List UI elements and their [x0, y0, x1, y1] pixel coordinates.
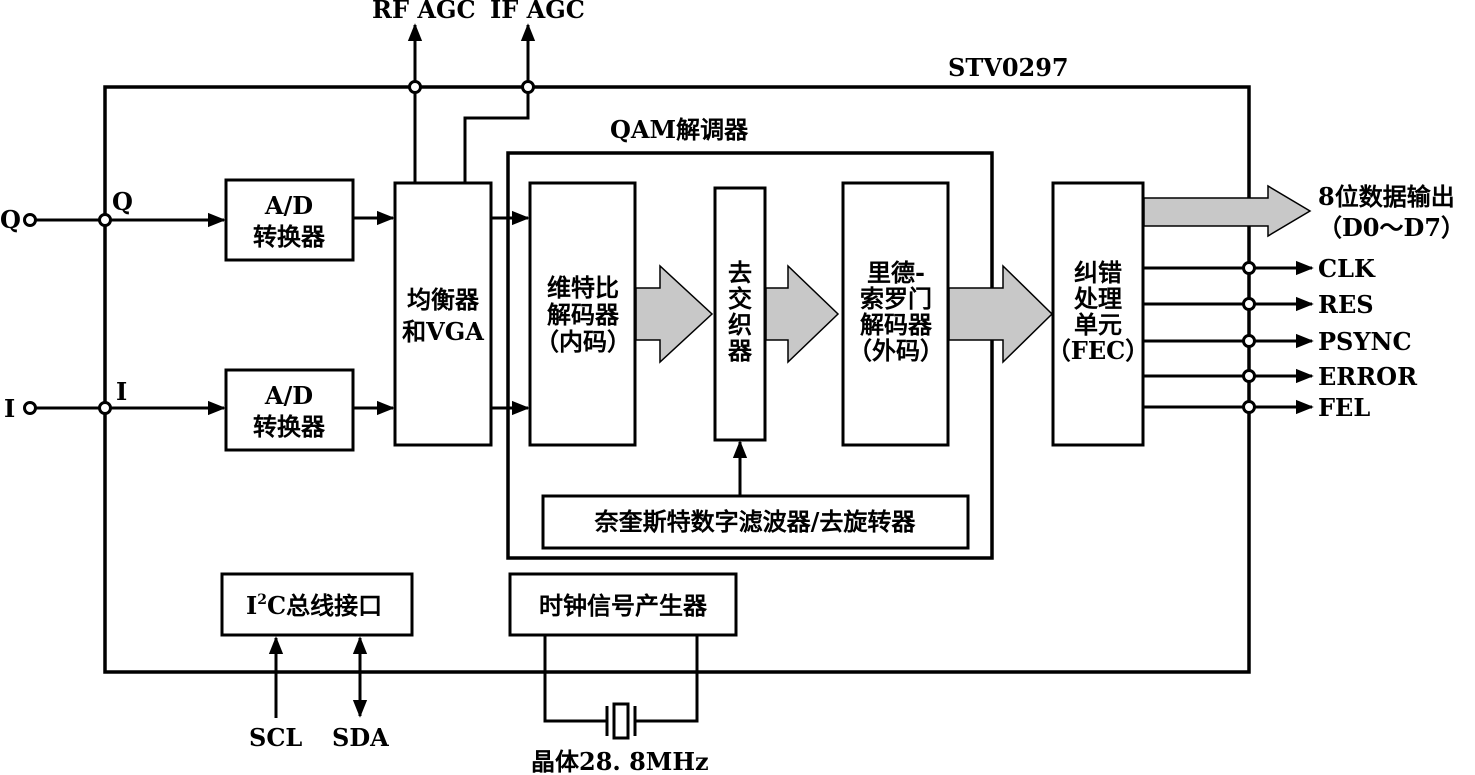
if-agc-pin [521, 80, 535, 94]
output-error-label: ERROR [1318, 362, 1418, 391]
adc-i-line1: A/D [264, 381, 313, 410]
fel-pin [1242, 400, 1256, 414]
equalizer-block [393, 181, 493, 447]
adc-i-line2: 转换器 [253, 412, 326, 441]
rs-to-fec-arrow [948, 264, 1054, 364]
output-res-label: RES [1318, 290, 1374, 319]
reed-solomon-line2: 索罗门 [860, 284, 932, 313]
chip-name: STV0297 [948, 53, 1069, 82]
equalizer-line2: 和VGA [402, 317, 484, 346]
data-output-line2: （D0～D7） [1318, 213, 1465, 242]
error-pin [1242, 369, 1256, 383]
reed-solomon-block [841, 181, 950, 447]
clock-generator-label: 时钟信号产生器 [539, 591, 708, 620]
res-pin [1242, 297, 1256, 311]
fec-line4: （FEC） [1047, 336, 1149, 365]
fec-line2: 处理 [1073, 284, 1122, 313]
i-input-terminal [23, 401, 37, 415]
output-clk-label: CLK [1318, 254, 1376, 283]
adc-q-line1: A/D [264, 191, 313, 220]
deinterleaver-char-2: 交 [728, 284, 752, 313]
q-input-terminal [23, 213, 37, 227]
psync-pin [1242, 334, 1256, 348]
deinterleaver-block [713, 186, 767, 442]
q-terminal-label: Q [0, 205, 21, 234]
qam-title: QAM解调器 [610, 115, 749, 144]
crystal-right-wire [636, 635, 699, 723]
q-pin-label: Q [112, 187, 133, 216]
sda-label: SDA [332, 723, 389, 752]
adc-q-block [224, 178, 355, 262]
clock-generator-block [508, 572, 738, 637]
viterbi-block [528, 181, 637, 447]
viterbi-to-deinterleaver-arrow [635, 264, 714, 364]
fec-block [1051, 181, 1145, 447]
i2c-superscript: 2 [257, 592, 267, 608]
i2c-interface-block [220, 572, 414, 637]
nyquist-filter-label: 奈奎斯特数字滤波器/去旋转器 [594, 507, 917, 536]
equalizer-line1: 均衡器 [407, 285, 480, 314]
fec-line3: 单元 [1074, 310, 1122, 339]
if-agc-line [463, 23, 536, 183]
q-input-pin [98, 213, 112, 227]
nyquist-filter-block [541, 494, 970, 550]
i-terminal-label: I [4, 394, 15, 423]
crystal-left-wire [543, 635, 606, 723]
output-fel-label: FEL [1318, 393, 1370, 422]
viterbi-line3: （内码） [535, 327, 631, 356]
adc-q-line2: 转换器 [253, 222, 326, 251]
viterbi-line2: 解码器 [547, 300, 620, 329]
deinterleaver-to-rs-arrow [765, 264, 840, 364]
viterbi-line1: 维特比 [547, 273, 619, 302]
crystal-body [612, 702, 630, 740]
rf-agc-label: RF AGC [372, 0, 476, 24]
adc-i-block [224, 368, 355, 452]
i2c-label: I2C总线接口 [246, 591, 382, 620]
i-pin-label: I [116, 377, 127, 406]
crystal-label: 晶体28. 8MHz [531, 747, 709, 775]
i-input-pin [98, 401, 112, 415]
clk-pin [1242, 261, 1256, 275]
data-output-line1: 8位数据输出 [1318, 182, 1455, 211]
rf-agc-pin [408, 80, 422, 94]
deinterleaver-char-1: 去 [728, 258, 752, 287]
scl-label: SCL [249, 723, 302, 752]
deinterleaver-char-4: 器 [727, 336, 753, 365]
reed-solomon-line1: 里德- [867, 258, 925, 287]
deinterleaver-char-3: 织 [728, 310, 752, 339]
data-output-arrow [1143, 184, 1312, 238]
if-agc-label: IF AGC [490, 0, 585, 24]
qam-demodulator-frame [506, 151, 994, 560]
output-psync-label: PSYNC [1318, 327, 1412, 356]
reed-solomon-line4: （外码） [848, 336, 944, 365]
fec-line1: 纠错 [1074, 258, 1122, 287]
reed-solomon-line3: 解码器 [860, 310, 933, 339]
